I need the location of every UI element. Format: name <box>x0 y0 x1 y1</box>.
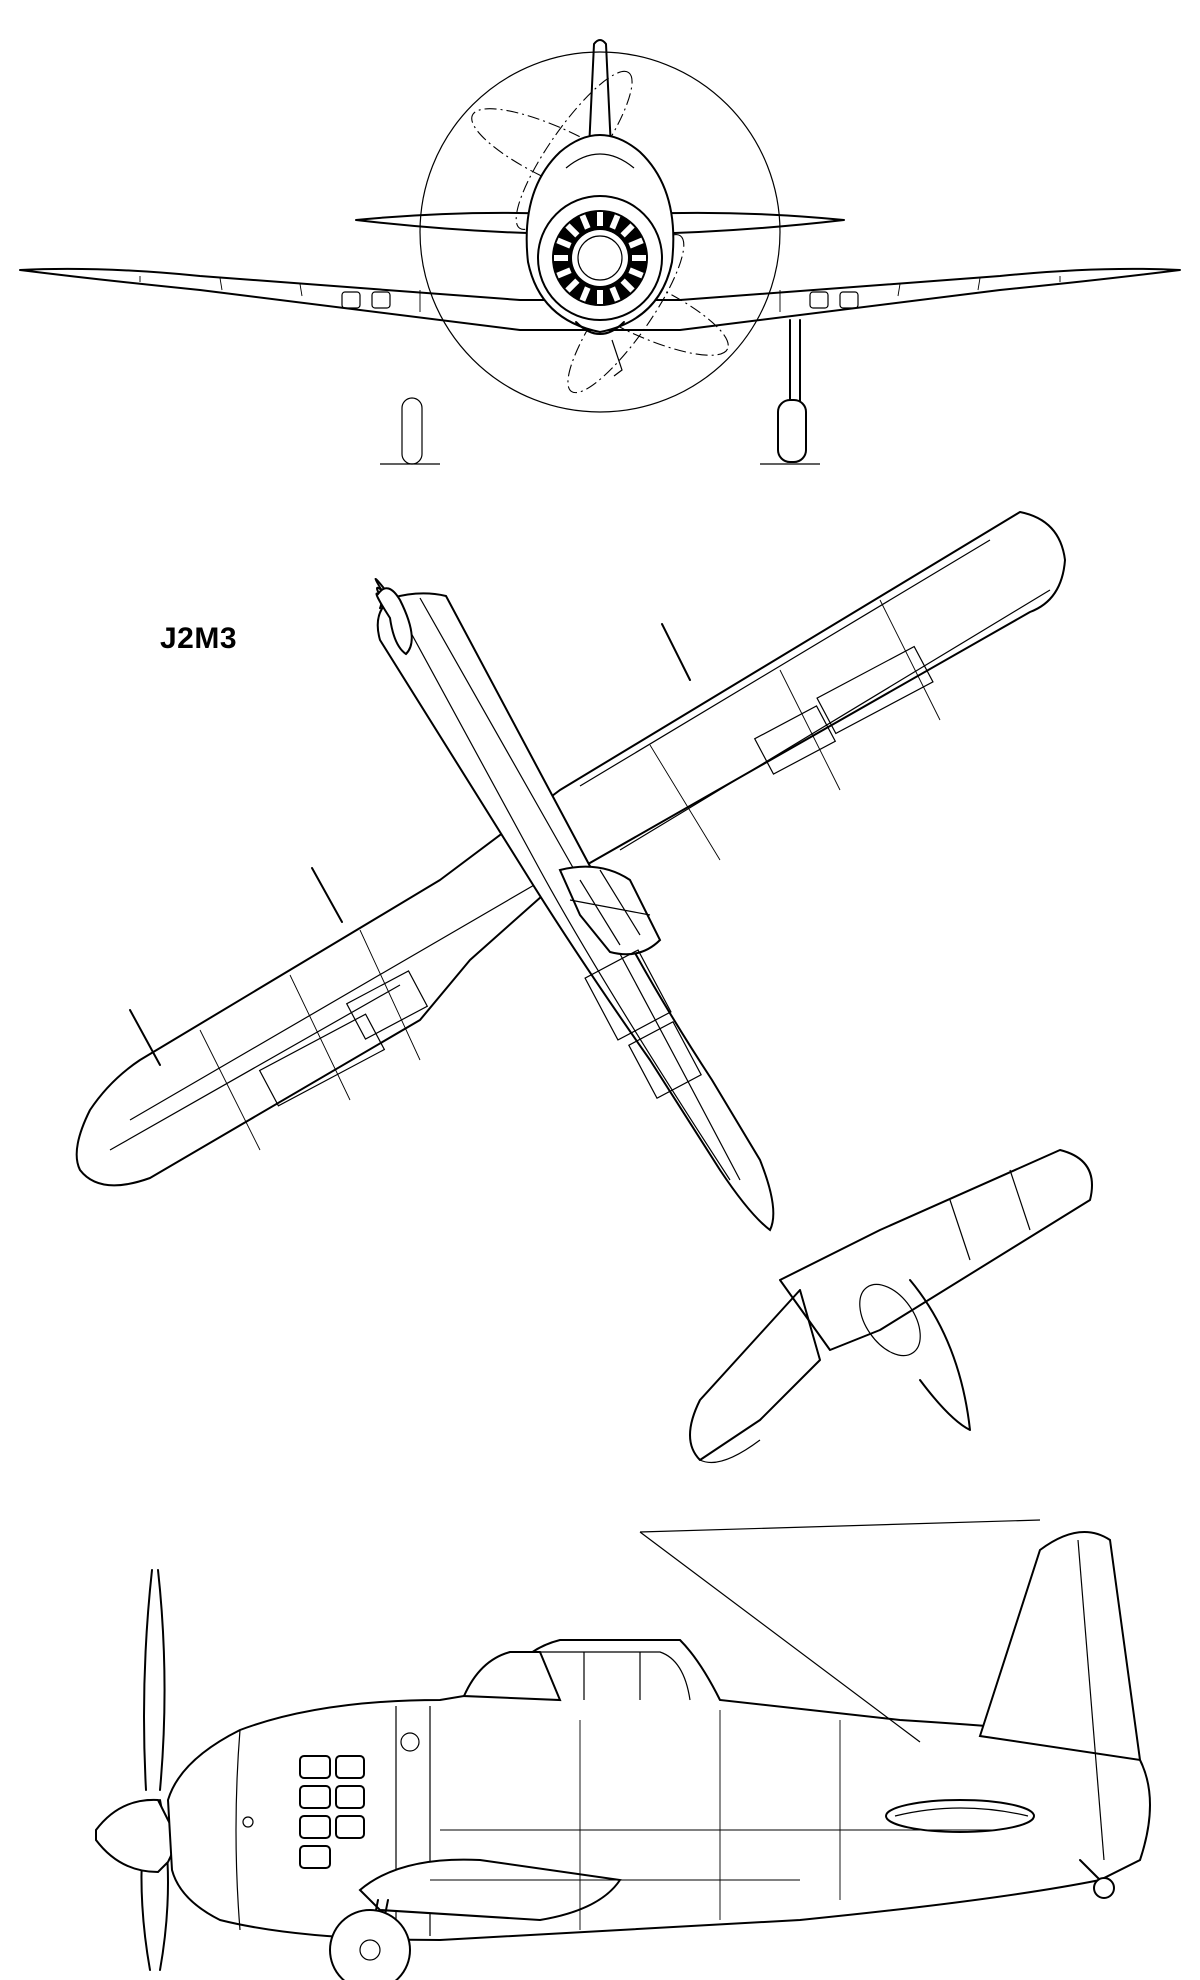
tailwheel-side <box>1093 1877 1115 1899</box>
fuselage-panel-lines <box>430 1710 1000 1930</box>
windscreen <box>462 1651 562 1702</box>
exhaust-stack <box>335 1785 365 1809</box>
exhaust-stack <box>335 1755 365 1779</box>
gun-fairing <box>839 291 859 309</box>
tailplane-left <box>689 1289 821 1461</box>
exhaust-stack <box>335 1815 365 1839</box>
antenna-wire <box>639 1519 1041 1743</box>
canopy-side <box>540 1651 691 1701</box>
canopy-frames <box>569 869 651 946</box>
wheel-hub-side <box>359 1939 381 1961</box>
exhaust-stack <box>299 1845 331 1869</box>
fuselage-top <box>376 592 775 1232</box>
fin-side <box>978 1531 1142 1762</box>
aircraft-designation-label: J2M3 <box>160 622 238 655</box>
fan-blade-gap <box>620 278 635 293</box>
tail-lines <box>699 1169 1031 1464</box>
spinner-inner <box>577 235 623 281</box>
tailplane-front <box>355 211 845 235</box>
fan-blade-gap <box>579 286 591 302</box>
top-view <box>75 511 1093 1464</box>
access-panel <box>258 1013 386 1107</box>
rudder-hinge-line <box>1077 1539 1105 1861</box>
cannon-barrel <box>311 867 343 923</box>
front-view <box>19 39 1181 465</box>
exhaust-stack <box>299 1785 331 1809</box>
cockpit-glazing <box>628 1020 702 1100</box>
gun-fairing <box>371 291 391 309</box>
fan-blade-gap <box>609 214 621 230</box>
tail-cone <box>909 1279 971 1431</box>
access-panel <box>816 645 934 735</box>
fan-blade-gap <box>628 267 644 279</box>
tailwheel-front <box>611 339 623 377</box>
fan-blade-gap <box>556 267 572 279</box>
fan-blade-gap <box>620 223 635 238</box>
fan-blades <box>554 212 646 304</box>
fan-blade-gap <box>565 278 580 293</box>
wing-root-side <box>358 1858 622 1922</box>
canopy-front <box>565 153 635 169</box>
cannon-barrel <box>129 1009 161 1066</box>
tailplane-right <box>779 1149 1093 1351</box>
side-view <box>95 1519 1151 1980</box>
gun-fairing <box>809 291 829 309</box>
spinner-hub <box>572 230 628 286</box>
main-wheel-front <box>777 399 807 463</box>
fan-blade-gap <box>579 214 591 230</box>
fan-blade-gap <box>632 255 646 261</box>
tailwheel-strut <box>1079 1859 1101 1881</box>
tailplane-side <box>885 1799 1035 1833</box>
fuselage-roundel-outline <box>859 1283 921 1357</box>
exhaust-stack <box>299 1755 331 1779</box>
fan-blade-gap <box>554 255 568 261</box>
oil-cooler-intake <box>575 321 625 335</box>
exhaust-stack <box>299 1815 331 1839</box>
wing-spar-lines <box>109 539 1051 1151</box>
propeller-blade-upper <box>143 1569 166 1791</box>
cowling-port <box>242 1816 254 1828</box>
wing-panel-lines <box>139 276 1061 312</box>
fan-blade-gap <box>609 286 621 302</box>
fan-blade-gap <box>565 223 580 238</box>
propeller-blade <box>567 234 685 394</box>
fuselage-port <box>400 1732 420 1752</box>
cockpit-glazing <box>584 949 672 1041</box>
fan-blade-gap <box>597 212 603 226</box>
tailplane-line <box>894 1807 1029 1817</box>
fan-blade-gap <box>628 237 644 249</box>
wing-planform <box>75 511 1066 1187</box>
access-panel <box>753 705 837 775</box>
wing-rib-lines <box>199 599 941 1151</box>
cannon-barrel <box>661 623 691 681</box>
exhaust-stacks <box>299 1755 365 1869</box>
fan-blade-gap <box>556 237 572 249</box>
access-panel <box>345 970 429 1040</box>
main-wheel-side <box>329 1909 411 1980</box>
propeller-blade <box>515 70 633 230</box>
spinner-side <box>95 1798 175 1874</box>
gun-fairing <box>341 291 361 309</box>
propeller-disc <box>419 51 781 413</box>
spinner-cone <box>375 587 413 656</box>
gear-door <box>401 397 423 465</box>
wing-front <box>19 267 1181 331</box>
fan-blade-gap <box>597 290 603 304</box>
